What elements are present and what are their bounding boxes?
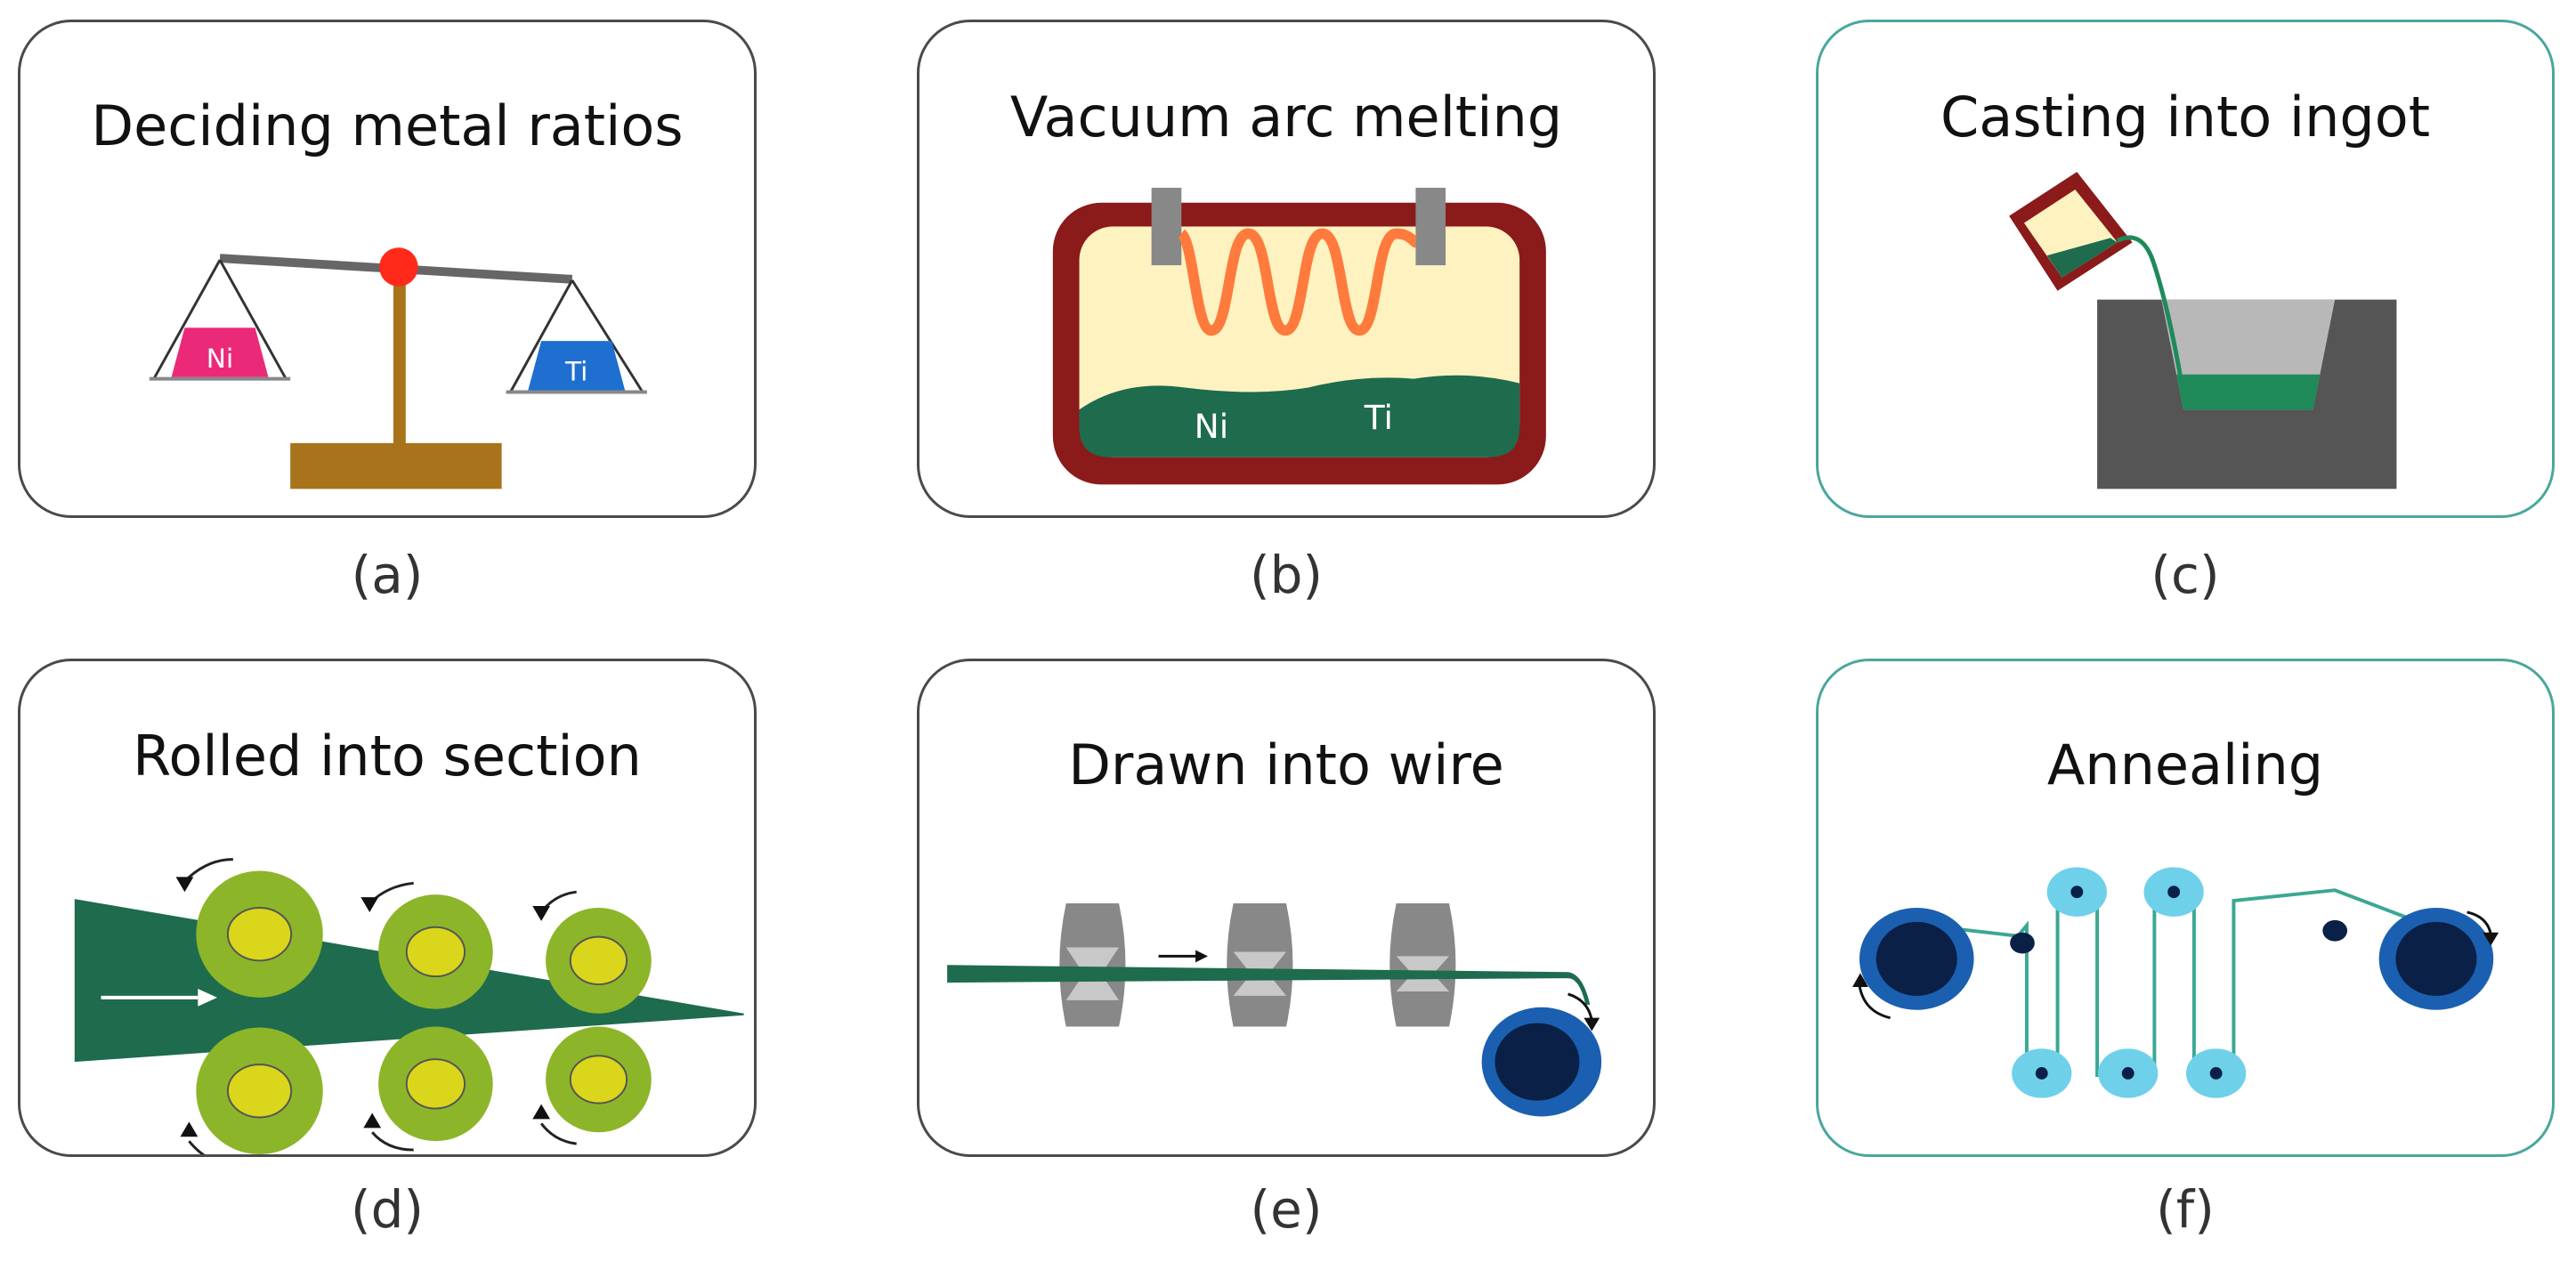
wire-drawing-illustration [947, 903, 1602, 1117]
drawing-die-1 [1059, 903, 1126, 1027]
wire-spool [1481, 1007, 1602, 1117]
takeup-spool [2378, 908, 2494, 1010]
wire [947, 965, 1591, 1005]
ti-ingot [528, 341, 626, 391]
panel-drawn-into-wire: Drawn into wire [917, 659, 1656, 1157]
crucible-illustration: Ni Ti [1052, 187, 1546, 485]
roller-top-3 [546, 908, 652, 1014]
roller-bottom-1 [196, 1027, 323, 1154]
ni-ingot [171, 328, 269, 377]
scale-pivot [379, 247, 418, 287]
panel-title: Vacuum arc melting [1009, 85, 1563, 150]
ni-label: Ni [207, 343, 233, 374]
panel-title: Deciding metal ratios [91, 93, 684, 158]
panel-vacuum-arc-melting: Vacuum arc melting Ni Ti [917, 20, 1656, 518]
guide-roller-right [2322, 919, 2348, 942]
molten-alloy [1079, 375, 1520, 457]
pulley-top-2 [2143, 867, 2204, 917]
scale-base [290, 442, 502, 489]
pulley-bottom-1 [2012, 1048, 2072, 1098]
rolling-mill-illustration [74, 858, 744, 1154]
ti-label: Ti [1364, 398, 1393, 437]
molten-metal-in-mold [2176, 374, 2321, 410]
caption-b: (b) [1249, 545, 1324, 605]
panel-deciding-metal-ratios: Deciding metal ratios Ni Ti [18, 20, 757, 518]
guide-roller-left [2010, 932, 2035, 954]
panel-casting-into-ingot: Casting into ingot [1816, 20, 2555, 518]
roller-top-2 [378, 894, 493, 1009]
caption-a: (a) [351, 545, 424, 605]
panel-title: Rolled into section [133, 724, 642, 789]
pulley-top-1 [2046, 867, 2107, 917]
panel-title: Drawn into wire [1068, 732, 1504, 797]
roller-bottom-3 [546, 1026, 652, 1133]
ingot-casting-illustration [2009, 172, 2397, 489]
ladle-molten-metal [2046, 238, 2118, 278]
pour-stream [2116, 235, 2183, 380]
drawing-die-3 [1389, 903, 1456, 1027]
roller-bottom-2 [378, 1026, 493, 1142]
ti-label: Ti [564, 356, 587, 387]
wire-path [1924, 888, 2428, 1077]
electrode-right [1415, 187, 1446, 266]
electrode-left [1151, 187, 1182, 266]
balance-scale-illustration: Ni Ti [149, 247, 647, 489]
ni-label: Ni [1195, 407, 1229, 446]
caption-e: (e) [1250, 1179, 1323, 1240]
scale-post [393, 269, 406, 445]
caption-c: (c) [2151, 545, 2220, 605]
panel-title: Casting into ingot [1940, 85, 2431, 150]
panel-annealing: Annealing [1816, 659, 2555, 1157]
annealing-illustration [1852, 867, 2499, 1098]
caption-f: (f) [2156, 1179, 2215, 1240]
panel-title: Annealing [2046, 732, 2324, 797]
roller-top-1 [196, 870, 323, 998]
drawing-die-2 [1227, 903, 1293, 1027]
caption-d: (d) [350, 1179, 425, 1240]
pulley-bottom-2 [2098, 1048, 2159, 1098]
pulley-bottom-3 [2185, 1048, 2247, 1098]
supply-spool [1859, 908, 1974, 1010]
heating-coil [1177, 228, 1419, 336]
panel-rolled-into-section: Rolled into section [18, 659, 757, 1157]
